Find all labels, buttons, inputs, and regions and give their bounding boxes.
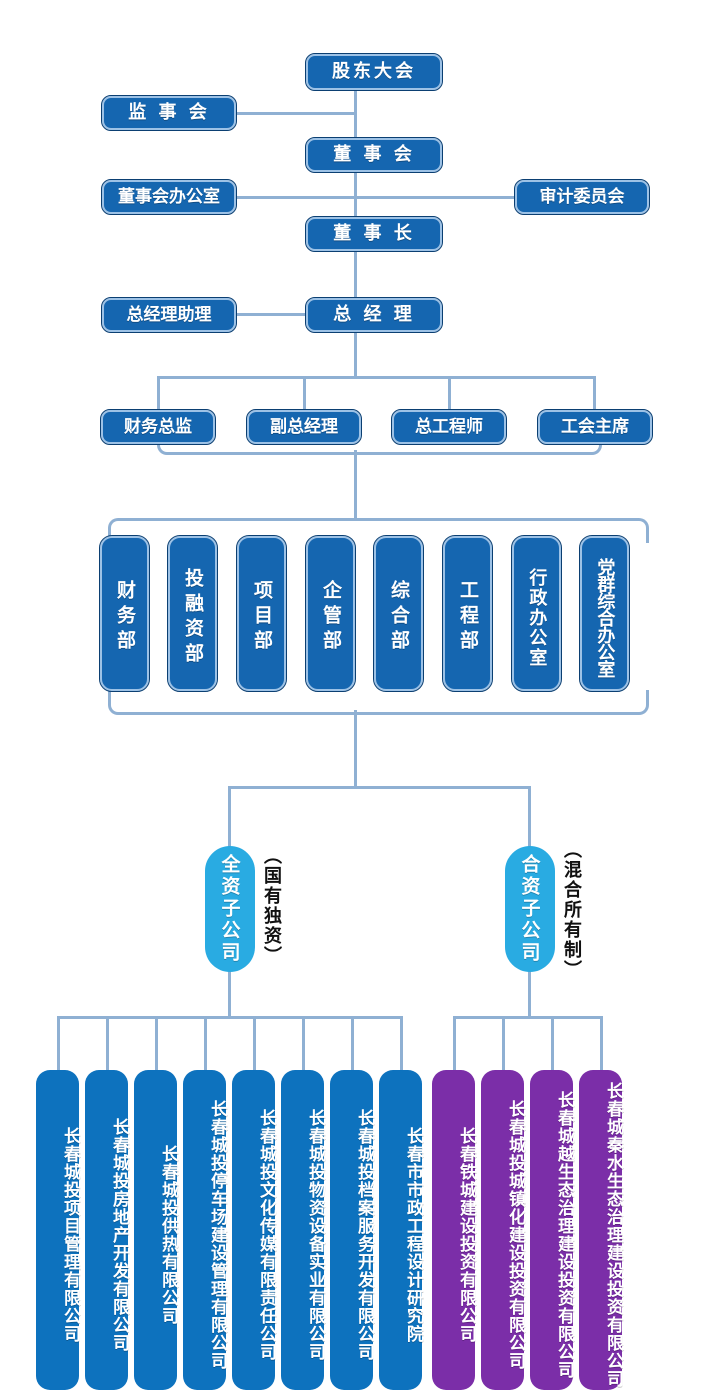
connector-wholly-owned-stem (228, 970, 231, 1018)
node-board-of-directors[interactable]: 董 事 会 (305, 137, 443, 173)
subsidiary-box-municipal-design[interactable]: 长春市市政工程设计研究院 (379, 1070, 423, 1390)
subsidiary-box-archives[interactable]: 长春城投档案服务开发有限公司 (330, 1070, 374, 1390)
connector-exec-drop-3 (448, 376, 451, 411)
subsidiary-box-parking[interactable]: 长春城投停车场建设管理有限公司 (183, 1070, 227, 1390)
node-department-investment-financing[interactable]: 投融资部 (167, 535, 218, 692)
connector-wholly-drop-8 (400, 1016, 403, 1070)
connector-wholly-drop-7 (351, 1016, 354, 1070)
subsidiary-box-chengyue-ecology[interactable]: 长春城越生态治理建设投资有限公司 (530, 1070, 574, 1390)
node-executive-deputy-gm[interactable]: 副总经理 (246, 409, 362, 445)
subsidiary-box-media[interactable]: 长春城投文化传媒有限责任公司 (232, 1070, 276, 1390)
node-department-project[interactable]: 项目部 (236, 535, 287, 692)
connector-board-office-audit (236, 196, 519, 199)
node-department-party-general-office[interactable]: 党群综合办公室 (579, 535, 630, 692)
node-audit-committee[interactable]: 审计委员会 (514, 179, 650, 215)
connector-jv-drop-1 (453, 1016, 456, 1070)
connector-exec-bus (157, 376, 595, 379)
connector-exec-drop-2 (303, 376, 306, 411)
connector-wholly-drop-2 (106, 1016, 109, 1070)
subsidiary-box-heating[interactable]: 长春城投供热有限公司 (134, 1070, 178, 1390)
note-joint-venture: （混合所有制） (561, 840, 582, 980)
connector-subsidiary-drop-right (528, 786, 531, 848)
connector-wholly-drop-1 (57, 1016, 60, 1070)
node-executive-chief-engineer[interactable]: 总工程师 (391, 409, 507, 445)
node-department-general-affairs[interactable]: 综合部 (373, 535, 424, 692)
connector-gm-assistant (236, 313, 309, 316)
connector-supervisory-board (236, 112, 355, 115)
connector-chairman-to-gm (354, 249, 357, 300)
connector-wholly-drop-5 (253, 1016, 256, 1070)
connector-gm-to-exec-bus (354, 330, 357, 378)
node-department-enterprise-management[interactable]: 企管部 (305, 535, 356, 692)
connector-joint-venture-bus (453, 1016, 603, 1019)
connector-jv-drop-2 (502, 1016, 505, 1070)
bracket-departments-top (108, 518, 649, 543)
connector-jv-drop-4 (600, 1016, 603, 1070)
node-department-administrative-office[interactable]: 行政办公室 (511, 535, 562, 692)
note-wholly-owned: （国有独资） (261, 846, 282, 966)
connector-exec-drop-1 (157, 376, 160, 411)
subsidiary-box-tiecheng-construction[interactable]: 长春铁城建设投资有限公司 (432, 1070, 476, 1390)
connector-board-to-chairman (354, 170, 357, 220)
node-supervisory-board[interactable]: 监 事 会 (101, 95, 237, 131)
node-gm-assistant[interactable]: 总经理助理 (101, 297, 237, 333)
connector-exec-drop-4 (593, 376, 596, 411)
node-department-engineering[interactable]: 工程部 (442, 535, 493, 692)
connector-wholly-drop-4 (204, 1016, 207, 1070)
bracket-departments-bottom (108, 690, 649, 715)
oval-joint-venture-subsidiary[interactable]: 合资子公司 (505, 846, 555, 972)
connector-jv-drop-3 (551, 1016, 554, 1070)
subsidiary-box-chengqinshui-ecology[interactable]: 长春城秦水生态治理建设投资有限公司 (579, 1070, 623, 1390)
subsidiary-box-real-estate[interactable]: 长春城投房地产开发有限公司 (85, 1070, 129, 1390)
node-chairman[interactable]: 董 事 长 (305, 216, 443, 252)
connector-wholly-drop-6 (302, 1016, 305, 1070)
subsidiary-box-materials-equipment[interactable]: 长春城投物资设备实业有限公司 (281, 1070, 325, 1390)
subsidiary-box-project-management[interactable]: 长春城投项目管理有限公司 (36, 1070, 80, 1390)
node-department-finance[interactable]: 财务部 (99, 535, 150, 692)
node-shareholders-meeting[interactable]: 股东大会 (305, 53, 443, 91)
connector-exec-to-departments (354, 450, 357, 520)
connector-departments-to-subsidiaries (354, 710, 357, 788)
subsidiary-box-urbanization[interactable]: 长春城投城镇化建设投资有限公司 (481, 1070, 525, 1390)
node-executive-cfo[interactable]: 财务总监 (100, 409, 216, 445)
connector-shareholders-to-board (354, 88, 357, 141)
node-general-manager[interactable]: 总 经 理 (305, 297, 443, 333)
connector-wholly-drop-3 (155, 1016, 158, 1070)
bracket-executives (157, 424, 602, 455)
node-executive-union-chair[interactable]: 工会主席 (537, 409, 653, 445)
connector-wholly-owned-bus (57, 1016, 403, 1019)
oval-wholly-owned-subsidiary[interactable]: 全资子公司 (205, 846, 255, 972)
connector-subsidiary-drop-left (228, 786, 231, 848)
connector-subsidiary-bus (228, 786, 531, 789)
node-board-office[interactable]: 董事会办公室 (101, 179, 237, 215)
connector-joint-venture-stem (528, 970, 531, 1018)
